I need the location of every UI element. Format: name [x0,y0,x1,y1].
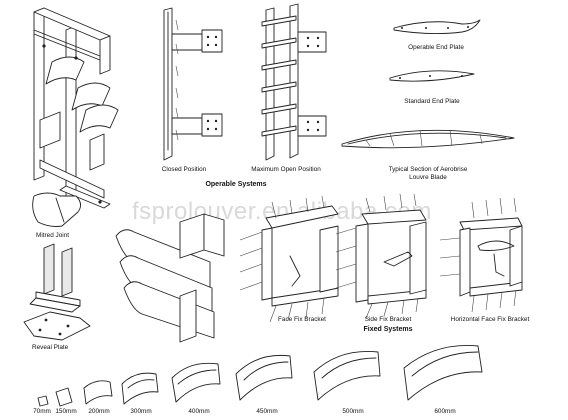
blade-size-profiles [37,345,483,407]
reveal-plate-shape [23,311,91,341]
face-fix-bracket-label: Face Fix Bracket [278,316,326,323]
closed-position-drawing [163,7,223,161]
blade-size-label: 200mm [88,408,110,415]
horizontal-face-fix-bracket-drawing [439,197,523,313]
side-fix-bracket-drawing [335,193,427,319]
typical-section-label-line1: Typical Section of Aerobrise [388,166,468,173]
typical-section-label-line2: Louvre Blade [409,174,447,181]
horizontal-face-fix-bracket-label: Horizontal Face Fix Bracket [450,316,530,323]
blade-size-label: 400mm [188,408,210,415]
blade-size-label: 70mm [33,408,51,415]
operable-end-plate-shape [393,19,481,35]
mitred-joint-shape [32,192,81,227]
face-fix-bracket-drawing [239,195,339,323]
blade-size-label: 450mm [256,408,278,415]
standard-end-plate-label: Standard End Plate [404,98,460,105]
blade-size-label: 300mm [130,408,152,415]
operable-end-plate-label: Operable End Plate [408,44,464,51]
stacked-blades-drawing [115,213,225,343]
maximum-open-position-label: Maximum Open Position [251,166,321,173]
blade-size-label: 150mm [55,408,77,415]
open-position-drawing [261,3,327,161]
side-fix-bracket-label: Side Fix Bracket [364,316,412,323]
operable-louvre-frame [33,7,119,209]
reveal-plate-label: Reveal Plate [32,344,69,351]
aerobrise-blade-section [341,129,515,149]
standard-end-plate-shape [389,70,475,82]
closed-position-label: Closed Position [161,166,207,173]
blade-size-label: 600mm [434,408,456,415]
reveal-bracket-drawing [29,243,81,313]
fixed-systems-label: Fixed Systems [363,326,413,333]
operable-systems-label: Operable Systems [205,181,267,188]
blade-size-label: 500mm [342,408,364,415]
mitred-joint-label: Mitred Joint [36,232,70,239]
